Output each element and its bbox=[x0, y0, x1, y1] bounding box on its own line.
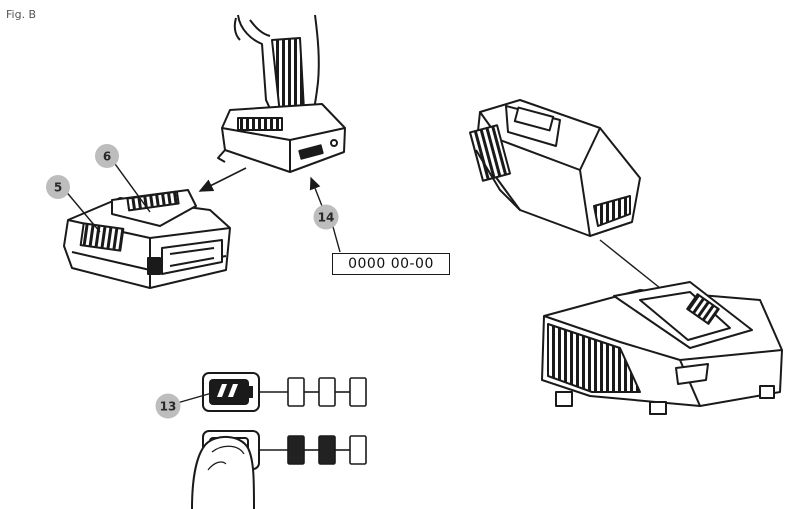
battery-pack bbox=[63, 189, 231, 289]
top-led-cell-1 bbox=[287, 377, 305, 407]
callout-6-label: 6 bbox=[103, 150, 111, 164]
finger bbox=[191, 436, 255, 509]
battery-pack-charging-grip bbox=[469, 124, 511, 182]
drill-handle-grip bbox=[271, 37, 305, 115]
callout-5: 5 bbox=[46, 175, 70, 199]
fuel-gauge-top bbox=[202, 372, 367, 412]
top-led-cell-2 bbox=[318, 377, 336, 407]
date-code-box: 0000 00-00 bbox=[332, 253, 450, 275]
top-led-cell-3 bbox=[349, 377, 367, 407]
callout-leaders bbox=[63, 156, 341, 406]
battery-pack-charging bbox=[469, 99, 641, 237]
callout-14-label: 14 bbox=[318, 211, 335, 225]
charger-vents bbox=[547, 323, 641, 393]
callout-13: 13 bbox=[155, 393, 181, 419]
drill-tool bbox=[217, 14, 346, 173]
figure-label: Fig. B bbox=[6, 8, 37, 21]
bottom-led-cell-3 bbox=[349, 435, 367, 465]
bottom-led-cell-1 bbox=[287, 435, 305, 465]
fuel-gauge-bottom bbox=[191, 430, 367, 509]
arrow-remove-battery bbox=[198, 167, 247, 192]
callout-6: 6 bbox=[95, 144, 119, 168]
callout-5-label: 5 bbox=[54, 181, 62, 195]
callout-13-label: 13 bbox=[160, 400, 177, 414]
drill-foot-vent bbox=[237, 117, 283, 131]
bottom-led-cell-2 bbox=[318, 435, 336, 465]
battery-release-button bbox=[79, 222, 125, 252]
charger bbox=[541, 281, 783, 415]
callout-14: 14 bbox=[313, 204, 339, 230]
drill-date-plate bbox=[298, 144, 324, 160]
